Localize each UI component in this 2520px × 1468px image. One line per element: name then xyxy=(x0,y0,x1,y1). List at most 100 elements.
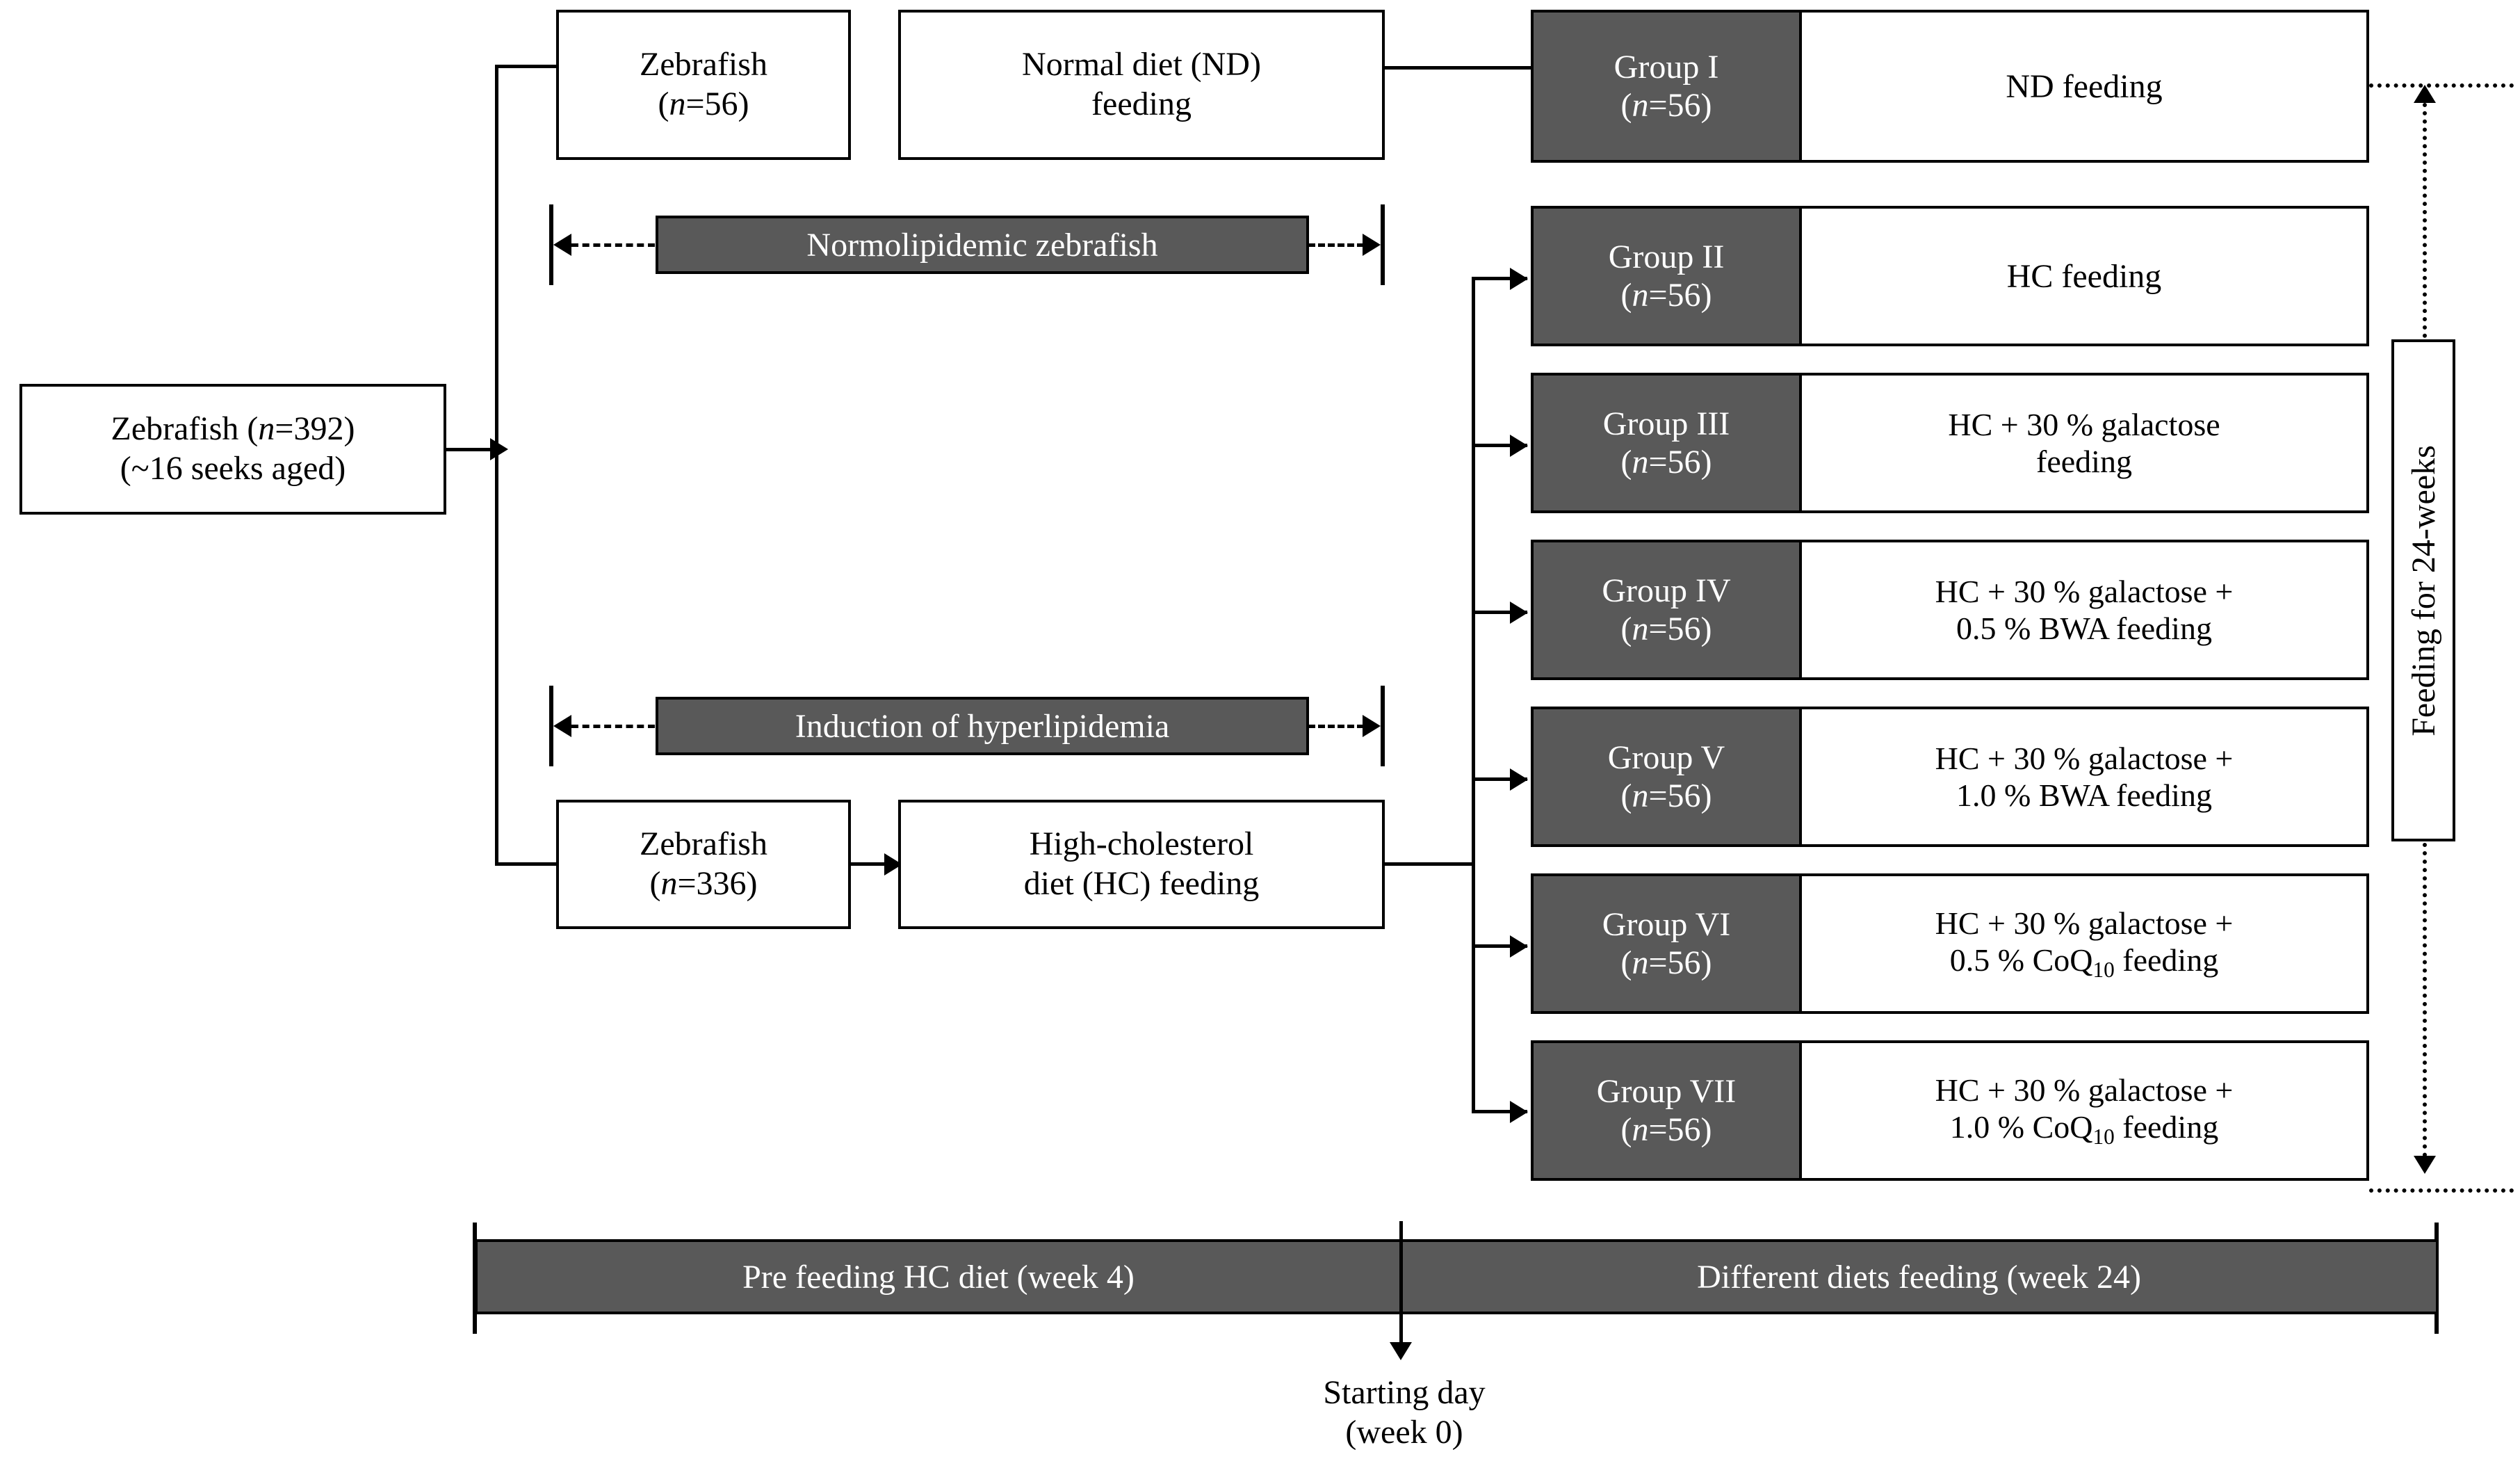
source-line1: Zebrafish (n=392) xyxy=(111,410,355,448)
connector-source-to-split xyxy=(446,448,498,451)
group-7-desc-cell: HC + 30 % galactose + 1.0 % CoQ10 feedin… xyxy=(1802,1043,2366,1178)
hyperlipidemia-dash-right xyxy=(1308,725,1364,728)
normolipidemic-dash-right xyxy=(1308,243,1364,247)
connector-split-bottom xyxy=(495,862,568,866)
arrow-right-icon xyxy=(490,438,508,460)
group-row-5: Group V (n=56) HC + 30 % galactose + 1.0… xyxy=(1531,707,2369,847)
group-6-desc-line1: HC + 30 % galactose + xyxy=(1935,905,2234,942)
group-7-n: (n=56) xyxy=(1620,1111,1712,1148)
arrow-down-icon xyxy=(1390,1342,1412,1360)
group-row-6: Group VI (n=56) HC + 30 % galactose + 0.… xyxy=(1531,873,2369,1014)
duration-dotted-upper xyxy=(2423,103,2427,338)
arrow-left-icon xyxy=(553,715,571,737)
source-population-box: Zebrafish (n=392) (~16 seeks aged) xyxy=(19,384,446,515)
duration-dotted-lower xyxy=(2423,843,2427,1157)
group-2-desc: HC feeding xyxy=(2006,257,2162,295)
group-row-1: Group I (n=56) ND feeding xyxy=(1531,10,2369,163)
arrow-right-icon xyxy=(1510,1101,1528,1123)
nd-fish-line1: Zebrafish xyxy=(640,46,767,83)
hc-fish-line1: Zebrafish xyxy=(640,825,767,863)
arrow-right-icon xyxy=(1363,234,1381,256)
group-7-desc-line1: HC + 30 % galactose + xyxy=(1935,1072,2234,1108)
normolipidemic-band: Normolipidemic zebrafish xyxy=(656,216,1309,274)
group-4-name-cell: Group IV (n=56) xyxy=(1534,542,1802,677)
duration-dotted-bottom xyxy=(2369,1188,2514,1193)
group-5-n: (n=56) xyxy=(1620,777,1712,814)
group-1-desc-cell: ND feeding xyxy=(1802,13,2366,160)
group-2-n: (n=56) xyxy=(1620,277,1712,314)
arrow-right-icon xyxy=(1510,602,1528,624)
connector-nd-to-group1 xyxy=(1385,66,1531,70)
normolipidemic-span-left-tick xyxy=(549,204,553,285)
group-6-n: (n=56) xyxy=(1620,944,1712,981)
timeline-segment-pre-feeding: Pre feeding HC diet (week 4) xyxy=(475,1239,1402,1314)
group-6-desc-line2: 0.5 % CoQ10 feeding xyxy=(1949,942,2219,982)
connector-hc-to-fanout xyxy=(1385,862,1475,866)
branch-stub-group4 xyxy=(1472,611,1527,614)
branch-stub-group5 xyxy=(1472,777,1527,781)
feeding-duration-label: Feeding for 24-weeks xyxy=(2405,444,2442,736)
timeline-segment-different-diets: Different diets feeding (week 24) xyxy=(1399,1239,2439,1314)
hyperlipidemic-zebrafish-box: Zebrafish (n=336) xyxy=(556,800,851,929)
group-2-name: Group II xyxy=(1608,239,1725,275)
group-2-desc-cell: HC feeding xyxy=(1802,209,2366,344)
branch-stub-group7 xyxy=(1472,1110,1527,1113)
hyperlipidemia-band-label: Induction of hyperlipidemia xyxy=(795,707,1170,745)
group-7-name-cell: Group VII (n=56) xyxy=(1534,1043,1802,1178)
nd-fish-line2: (n=56) xyxy=(658,86,749,122)
group-3-desc-cell: HC + 30 % galactose feeding xyxy=(1802,376,2366,510)
arrow-right-icon xyxy=(1363,715,1381,737)
group-2-name-cell: Group II (n=56) xyxy=(1534,209,1802,344)
normolipidemic-zebrafish-box: Zebrafish (n=56) xyxy=(556,10,851,160)
branch-stub-group2 xyxy=(1472,277,1527,280)
hyperlipidemia-span-right-tick xyxy=(1381,686,1385,766)
group-4-n: (n=56) xyxy=(1620,611,1712,647)
arrow-right-icon xyxy=(1510,768,1528,791)
group-1-desc: ND feeding xyxy=(2006,67,2163,105)
hc-fish-line2: (n=336) xyxy=(649,865,758,902)
hyperlipidemia-span-left-tick xyxy=(549,686,553,766)
normolipidemic-band-label: Normolipidemic zebrafish xyxy=(806,226,1158,264)
group-5-name-cell: Group V (n=56) xyxy=(1534,709,1802,844)
normolipidemic-span-right-tick xyxy=(1381,204,1385,285)
group-row-4: Group IV (n=56) HC + 30 % galactose + 0.… xyxy=(1531,540,2369,680)
starting-day-line1: Starting day xyxy=(1323,1374,1486,1411)
group-row-3: Group III (n=56) HC + 30 % galactose fee… xyxy=(1531,373,2369,513)
branch-stub-group6 xyxy=(1472,944,1527,948)
group-4-desc-line2: 0.5 % BWA feeding xyxy=(1956,611,2212,646)
hyperlipidemia-dash-left xyxy=(571,725,655,728)
group-6-name: Group VI xyxy=(1602,906,1731,943)
group-3-n: (n=56) xyxy=(1620,444,1712,481)
group-5-desc-cell: HC + 30 % galactose + 1.0 % BWA feeding xyxy=(1802,709,2366,844)
fanout-spine xyxy=(1472,277,1475,1111)
starting-day-label: Starting day (week 0) xyxy=(1224,1373,1585,1452)
group-3-desc-line2: feeding xyxy=(2036,444,2132,479)
nd-diet-line2: feeding xyxy=(1091,86,1192,122)
high-cholesterol-diet-box: High-cholesterol diet (HC) feeding xyxy=(898,800,1385,929)
normal-diet-feeding-box: Normal diet (ND) feeding xyxy=(898,10,1385,160)
group-3-name: Group III xyxy=(1602,405,1730,442)
group-1-name-cell: Group I (n=56) xyxy=(1534,13,1802,160)
branch-stub-group3 xyxy=(1472,444,1527,447)
group-7-desc-line2: 1.0 % CoQ10 feeding xyxy=(1949,1109,2219,1149)
group-5-desc-line1: HC + 30 % galactose + xyxy=(1935,741,2234,776)
nd-diet-line1: Normal diet (ND) xyxy=(1022,46,1261,83)
split-spine xyxy=(495,66,498,866)
arrow-right-icon xyxy=(1510,268,1528,290)
group-3-name-cell: Group III (n=56) xyxy=(1534,376,1802,510)
arrow-left-icon xyxy=(553,234,571,256)
group-6-name-cell: Group VI (n=56) xyxy=(1534,876,1802,1011)
group-7-name: Group VII xyxy=(1596,1073,1737,1110)
timeline-right-label: Different diets feeding (week 24) xyxy=(1697,1258,2141,1296)
starting-day-line2: (week 0) xyxy=(1345,1413,1463,1451)
arrow-right-icon xyxy=(1510,935,1528,958)
connector-split-top xyxy=(495,65,568,68)
group-5-name: Group V xyxy=(1607,739,1725,776)
group-6-desc-cell: HC + 30 % galactose + 0.5 % CoQ10 feedin… xyxy=(1802,876,2366,1011)
group-3-desc-line1: HC + 30 % galactose xyxy=(1948,407,2220,442)
hc-diet-line2: diet (HC) feeding xyxy=(1023,865,1260,902)
group-row-7: Group VII (n=56) HC + 30 % galactose + 1… xyxy=(1531,1040,2369,1181)
group-5-desc-line2: 1.0 % BWA feeding xyxy=(1956,777,2212,813)
duration-dotted-top xyxy=(2369,83,2514,88)
